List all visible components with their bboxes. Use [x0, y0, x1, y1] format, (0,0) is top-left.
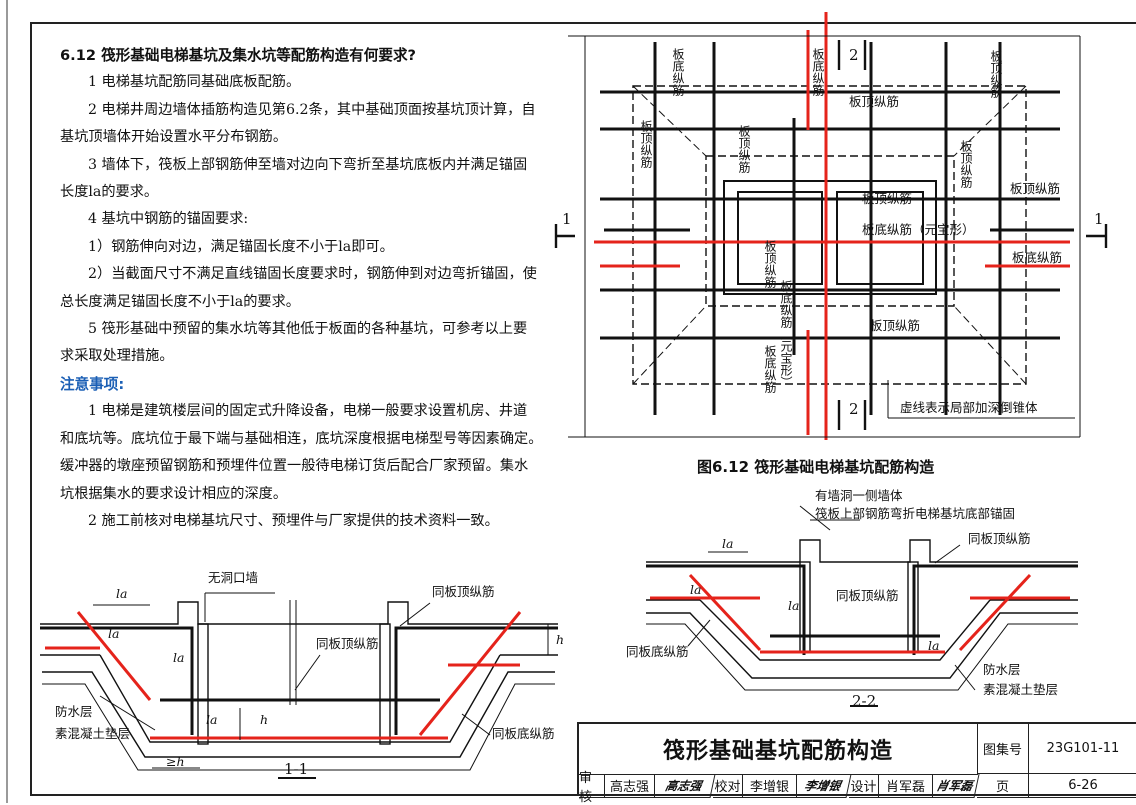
- plan-label-bottom-long-u: 板底纵筋（元宝形）: [779, 280, 793, 388]
- design-label: 设计: [849, 774, 879, 798]
- page-number: 6-26: [1029, 774, 1136, 798]
- para-5b: 求采取处理措施。: [60, 348, 174, 365]
- atlas-label: 图集号: [977, 724, 1029, 774]
- para-2a: 2 电梯井周边墙体插筋构造见第6.2条，其中基础顶面按基坑顶计算，自: [88, 101, 536, 118]
- section-mark-1-right: 1: [1094, 210, 1104, 228]
- s11-same-top-1: 同板顶纵筋: [432, 584, 495, 599]
- drawing-frame: [30, 22, 1136, 796]
- note-1b: 和底坑等。底坑位于最下端与基础相连，底坑深度根据电梯型号等因素确定。: [60, 430, 543, 447]
- note-1c: 缓冲器的墩座预留钢筋和预埋件位置一般待电梯订货后配合厂家预留。集水: [60, 458, 529, 475]
- title-block: 筏形基础基坑配筋构造 图集号 23G101-11 审核 高志强 高志强 校对 李…: [577, 722, 1136, 805]
- s22-same-top-2: 同板顶纵筋: [836, 588, 899, 603]
- para-4-2a: 2）当截面尺寸不满足直线锚固长度要求时，钢筋伸到对边弯折锚固，使: [88, 266, 537, 283]
- s22-same-bottom: 同板底纵筋: [626, 644, 689, 659]
- plan-label-top-long-h1: 板顶纵筋: [849, 94, 900, 109]
- s11-wall-no-opening: 无洞口墙: [208, 570, 259, 585]
- s11-la-1: la: [116, 586, 128, 601]
- plan-label-top-long-v1: 板顶纵筋: [989, 50, 1003, 98]
- section-2-2-view: [646, 505, 1078, 707]
- plan-label-bottom-long-h: 板底纵筋: [1012, 250, 1063, 265]
- plan-label-top-long-h2: 板顶纵筋: [862, 191, 913, 206]
- para-4-1: 1）钢筋伸向对边，满足锚固长度不小于la即可。: [88, 238, 394, 255]
- section-mark-1-left: 1: [562, 210, 572, 228]
- s22-waterproof: 防水层: [983, 662, 1021, 677]
- plan-label-top-long-h3: 板顶纵筋: [1010, 181, 1061, 196]
- s11-la-3: la: [173, 650, 185, 665]
- s11-la-4: la: [206, 712, 218, 727]
- plan-label-top-long-v5: 板顶纵筋: [763, 240, 777, 288]
- s22-la-1: la: [722, 536, 734, 551]
- s11-cushion: 素混凝土垫层: [55, 726, 131, 741]
- designer-name: 肖军磊: [879, 774, 933, 798]
- para-3b: 长度la的要求。: [60, 184, 159, 201]
- reviewer-name: 高志强: [605, 774, 655, 798]
- s22-la-2: la: [690, 582, 702, 597]
- para-1: 1 电梯基坑配筋同基础底板配筋。: [88, 74, 301, 91]
- reviewer-signature: 高志强: [652, 774, 716, 798]
- s22-same-top-1: 同板顶纵筋: [968, 531, 1031, 546]
- s22-cushion: 素混凝土垫层: [983, 682, 1059, 697]
- binding-edge: [6, 0, 8, 803]
- s22-wall-opening: 有墙洞一侧墙体: [815, 488, 903, 503]
- s22-la-4: la: [928, 638, 940, 653]
- s11-ge-h: ≥h: [166, 754, 185, 769]
- section-mark-2-top: 2: [849, 46, 859, 64]
- atlas-number: 23G101-11: [1029, 724, 1136, 774]
- notes-title: 注意事项:: [60, 375, 125, 393]
- drawing-title: 筏形基础基坑配筋构造: [579, 724, 978, 775]
- plan-label-top-long-v2: 板顶纵筋: [639, 120, 653, 168]
- section-1-1-view: [40, 592, 558, 779]
- checker-name: 李增银: [743, 774, 797, 798]
- para-4-2b: 总长度满足锚固长度不小于la的要求。: [60, 293, 300, 310]
- plan-label-top-long-h4: 板顶纵筋: [870, 318, 921, 333]
- plan-view: [554, 12, 1108, 440]
- para-5a: 5 筏形基础中预留的集水坑等其他低于板面的各种基坑，可参考以上要: [88, 321, 528, 338]
- plan-caption: 图6.12 筏形基础电梯基坑配筋构造: [697, 458, 935, 476]
- s11-h-2: h: [556, 632, 565, 647]
- s22-la-3: la: [788, 598, 800, 613]
- s22-title: 2-2: [852, 692, 877, 710]
- plan-label-bottom-long-2: 板底纵筋: [811, 48, 825, 96]
- s11-h-1: h: [260, 712, 269, 727]
- plan-label-bottom-long-1: 板底纵筋: [671, 48, 685, 96]
- para-2b: 基坑顶墙体开始设置水平分布钢筋。: [60, 129, 288, 146]
- checker-signature: 李增银: [794, 774, 852, 798]
- section-title: 6.12 筏形基础电梯基坑及集水坑等配筋构造有何要求?: [60, 47, 417, 64]
- plan-label-bottom-long-3: 板底纵筋: [763, 345, 777, 393]
- note-1a: 1 电梯是建筑楼层间的固定式升降设备，电梯一般要求设置机房、井道: [88, 403, 528, 420]
- designer-signature: 肖军磊: [930, 774, 980, 798]
- para-4: 4 基坑中钢筋的锚固要求:: [88, 211, 249, 228]
- plan-dash-note: 虚线表示局部加深倒锥体: [900, 400, 1038, 415]
- s11-same-bottom: 同板底纵筋: [492, 726, 555, 741]
- plan-label-bottom-long-u-h: 板底纵筋（元宝形）: [862, 222, 975, 237]
- para-3a: 3 墙体下，筏板上部钢筋伸至墙对边向下弯折至基坑底板内并满足锚固: [88, 156, 528, 173]
- plan-label-top-long-v3: 板顶纵筋: [737, 125, 751, 173]
- page-label: 页: [977, 774, 1029, 798]
- note-2: 2 施工前核对电梯基坑尺寸、预埋件与厂家提供的技术资料一致。: [88, 512, 499, 529]
- s22-raft-bent: 筏板上部钢筋弯折电梯基坑底部锚固: [815, 506, 1016, 521]
- s11-title: 1-1: [284, 760, 309, 778]
- s11-waterproof: 防水层: [55, 704, 93, 719]
- s11-same-top-2: 同板顶纵筋: [316, 636, 379, 651]
- section-mark-2-bottom: 2: [849, 400, 859, 418]
- review-label: 审核: [579, 771, 605, 805]
- s11-la-2: la: [108, 626, 120, 641]
- text-column: 6.12 筏形基础电梯基坑及集水坑等配筋构造有何要求? 1 电梯基坑配筋同基础底…: [60, 42, 550, 535]
- plan-label-top-long-v4: 板顶纵筋: [959, 140, 973, 188]
- check-label: 校对: [713, 774, 743, 798]
- note-1d: 坑根据集水的要求设计相应的深度。: [60, 485, 288, 502]
